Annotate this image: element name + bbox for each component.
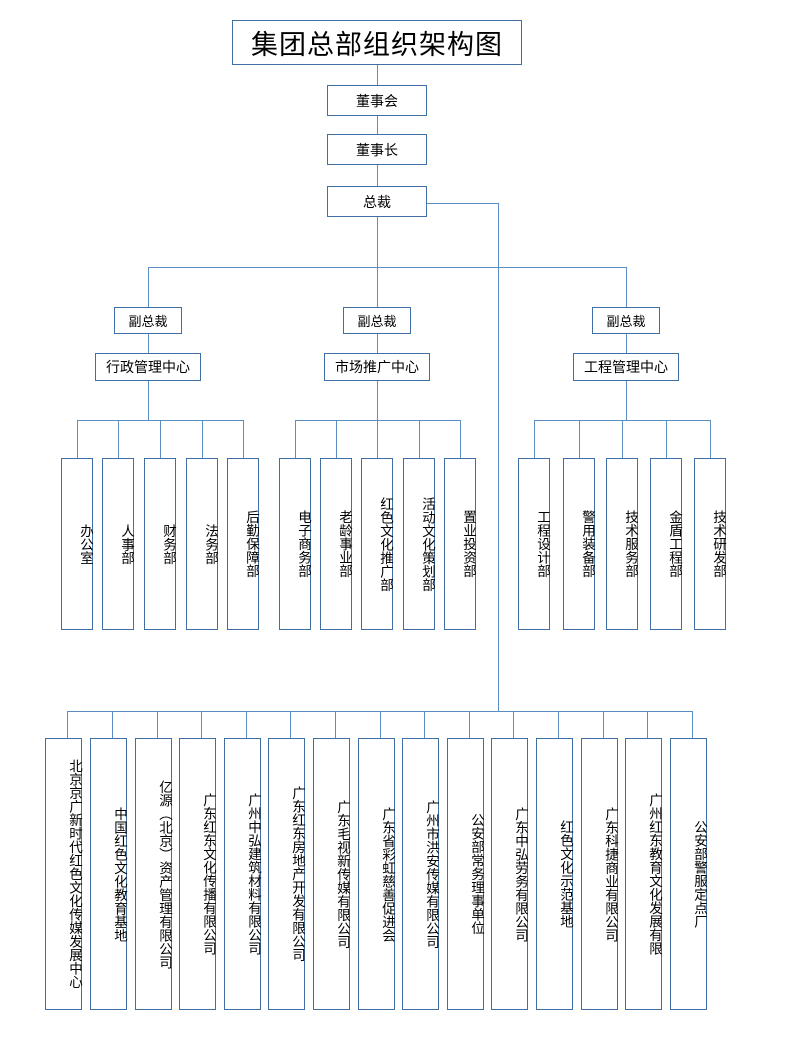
node-chairman: 董事长	[327, 134, 427, 165]
connector-vp2-center	[377, 334, 378, 353]
connector-president-down	[377, 217, 378, 267]
node-subsidiary-2: 中国红色文化教育基地	[90, 738, 127, 1010]
node-dept-engineering-5: 技术研发部	[694, 458, 726, 630]
node-subsidiary-5: 广州中弘建筑材料有限公司	[224, 738, 261, 1010]
connector-dept-drop-e4	[666, 420, 667, 458]
connector-sub-drop-10	[469, 711, 470, 738]
node-center-marketing: 市场推广中心	[324, 353, 430, 381]
connector-vp-bus	[148, 267, 626, 268]
connector-title-board	[377, 65, 378, 85]
connector-dept-drop-e5	[710, 420, 711, 458]
connector-dept-drop-e3	[622, 420, 623, 458]
node-vice-president-2: 副总裁	[343, 307, 411, 334]
node-dept-administrative-2: 人事部	[102, 458, 134, 630]
connector-subsidiary-trunk	[498, 203, 499, 711]
node-subsidiary-3: 亿源（北京）资产管理有限公司	[135, 738, 172, 1010]
node-subsidiary-8: 广东省彩虹慈善促进会	[358, 738, 395, 1010]
node-dept-marketing-2: 老龄事业部	[320, 458, 352, 630]
connector-dept-drop-e2	[579, 420, 580, 458]
node-dept-marketing-4: 活动文化策划部	[403, 458, 435, 630]
node-subsidiary-9: 广州市洪安传媒有限公司	[402, 738, 439, 1010]
node-subsidiary-10: 公安部常务理事单位	[447, 738, 484, 1010]
node-dept-engineering-2: 警用装备部	[563, 458, 595, 630]
connector-sub-drop-13	[603, 711, 604, 738]
node-president: 总裁	[327, 186, 427, 217]
connector-sub-drop-3	[157, 711, 158, 738]
node-subsidiary-15: 公安部警服定点厂	[670, 738, 707, 1010]
node-subsidiary-11: 广东中弘劳务有限公司	[491, 738, 528, 1010]
connector-vp-drop-1	[148, 267, 149, 307]
node-dept-engineering-4: 金盾工程部	[650, 458, 682, 630]
connector-dept-drop-a2	[118, 420, 119, 458]
connector-dept-drop-e1	[534, 420, 535, 458]
connector-dept-drop-m2	[336, 420, 337, 458]
connector-vp3-center	[626, 334, 627, 353]
connector-sub-drop-8	[380, 711, 381, 738]
node-board: 董事会	[327, 85, 427, 116]
node-dept-administrative-1: 办公室	[61, 458, 93, 630]
node-dept-marketing-1: 电子商务部	[279, 458, 311, 630]
connector-chairman-president	[377, 165, 378, 186]
connector-sub-drop-14	[647, 711, 648, 738]
node-vice-president-1: 副总裁	[114, 307, 182, 334]
chart-title: 集团总部组织架构图	[232, 20, 522, 65]
node-dept-administrative-4: 法务部	[186, 458, 218, 630]
connector-dept-drop-a4	[202, 420, 203, 458]
connector-dept-drop-a3	[160, 420, 161, 458]
connector-center3-down	[626, 381, 627, 420]
connector-sub-drop-2	[112, 711, 113, 738]
node-subsidiary-1: 北京京广新时代红色文化传媒发展中心	[45, 738, 82, 1010]
node-dept-engineering-1: 工程设计部	[518, 458, 550, 630]
node-subsidiary-4: 广东红东文化传播有限公司	[179, 738, 216, 1010]
connector-sub-drop-4	[201, 711, 202, 738]
connector-sub-drop-6	[290, 711, 291, 738]
connector-board-chairman	[377, 116, 378, 134]
connector-sub-drop-7	[335, 711, 336, 738]
connector-sub-drop-12	[558, 711, 559, 738]
connector-dept-drop-m3	[377, 420, 378, 458]
connector-center2-down	[377, 381, 378, 420]
connector-dept-drop-a5	[243, 420, 244, 458]
node-subsidiary-13: 广东科捷商业有限公司	[581, 738, 618, 1010]
connector-center1-down	[148, 381, 149, 420]
connector-sub-drop-11	[513, 711, 514, 738]
node-dept-administrative-5: 后勤保障部	[227, 458, 259, 630]
node-subsidiary-7: 广东毛视新传媒有限公司	[313, 738, 350, 1010]
node-subsidiary-14: 广州红东教育文化发展有限	[625, 738, 662, 1010]
node-subsidiary-12: 红色文化示范基地	[536, 738, 573, 1010]
node-center-engineering: 工程管理中心	[573, 353, 679, 381]
node-center-administrative: 行政管理中心	[95, 353, 201, 381]
connector-dept-drop-a1	[77, 420, 78, 458]
node-dept-administrative-3: 财务部	[144, 458, 176, 630]
node-dept-marketing-3: 红色文化推广部	[361, 458, 393, 630]
node-subsidiary-6: 广东红东房地产开发有限公司	[268, 738, 305, 1010]
connector-sub-drop-9	[424, 711, 425, 738]
connector-sub-drop-15	[692, 711, 693, 738]
connector-sub-drop-5	[246, 711, 247, 738]
connector-dept-drop-m5	[460, 420, 461, 458]
connector-president-right	[427, 203, 499, 204]
connector-vp1-center	[148, 334, 149, 353]
node-dept-engineering-3: 技术服务部	[606, 458, 638, 630]
connector-dept-drop-m4	[419, 420, 420, 458]
connector-vp-drop-2	[377, 267, 378, 307]
connector-vp-drop-3	[626, 267, 627, 307]
connector-sub-drop-1	[67, 711, 68, 738]
connector-dept-drop-m1	[295, 420, 296, 458]
node-vice-president-3: 副总裁	[592, 307, 660, 334]
node-dept-marketing-5: 置业投资部	[444, 458, 476, 630]
